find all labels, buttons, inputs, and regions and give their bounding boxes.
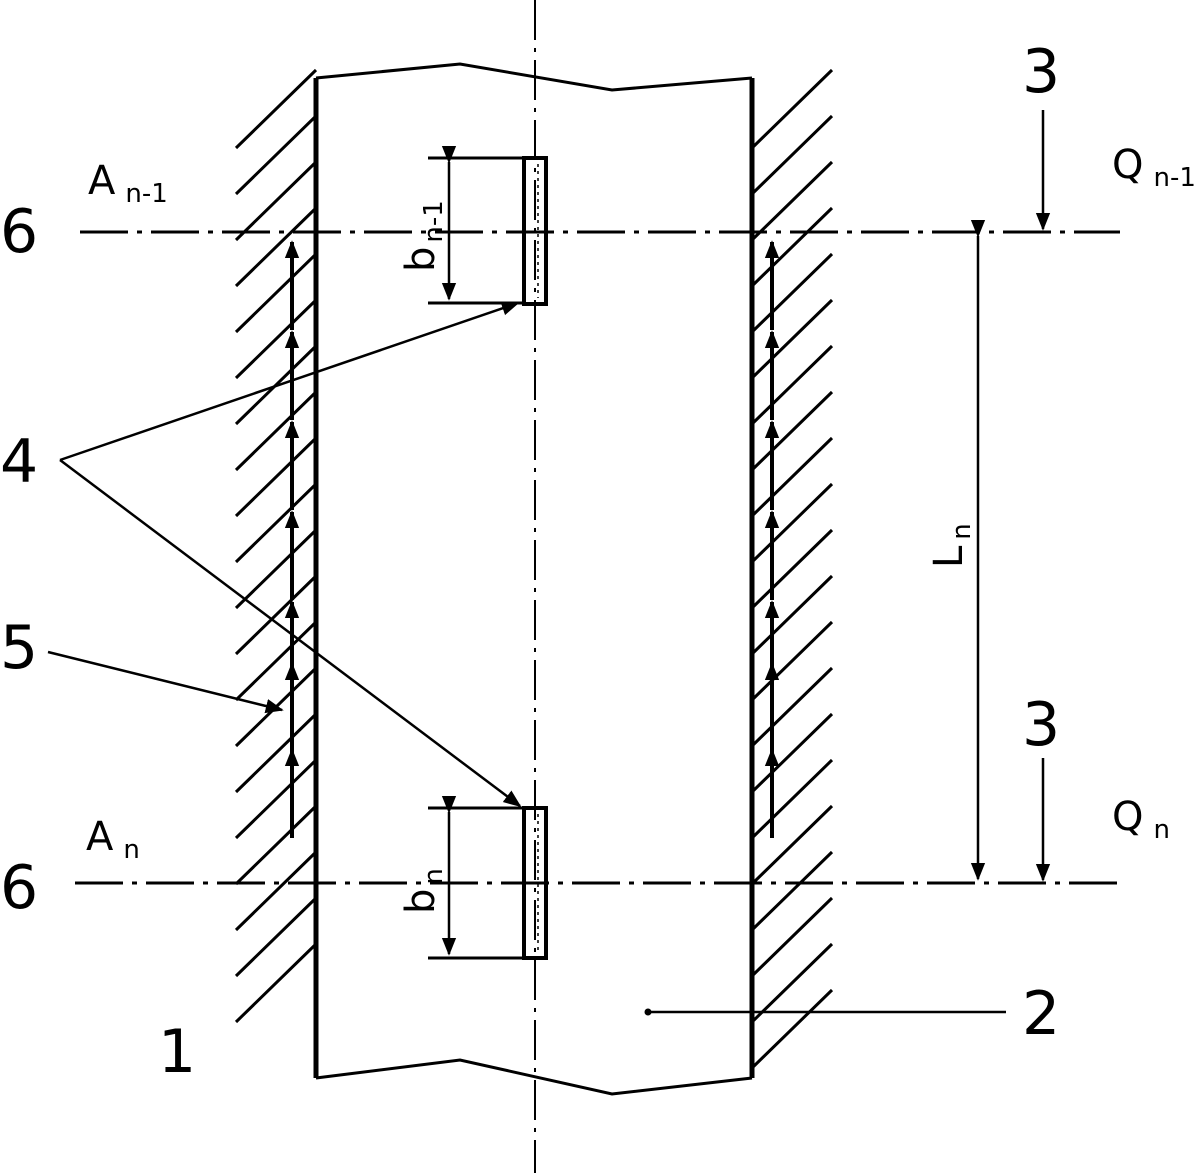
hatch-line <box>750 68 834 150</box>
hatch-line <box>234 620 318 702</box>
upper-element <box>522 156 548 306</box>
leader-2-dot <box>644 1008 652 1016</box>
hatch-line <box>750 620 834 702</box>
svg-text:Ln: Ln <box>926 523 977 568</box>
hatch-line <box>750 390 834 472</box>
hatch-line <box>750 896 834 978</box>
svg-text:bn: bn <box>398 868 449 914</box>
leader-4-lower <box>59 459 522 808</box>
hatch-line <box>750 298 834 380</box>
leader-4-upper <box>59 301 520 462</box>
symbol-a-subscript: n <box>123 835 139 865</box>
hatch-line <box>750 574 834 656</box>
symbol-b-letter: b <box>398 247 444 272</box>
hatch-line <box>234 574 318 656</box>
symbol-q-subscript: n-1 <box>1153 163 1195 193</box>
hatch-line <box>234 758 318 840</box>
hatch-line <box>234 68 318 150</box>
hatch-line <box>234 942 318 1024</box>
label-6-upper: 6 <box>0 197 38 267</box>
label-4: 4 <box>0 427 38 497</box>
label-5: 5 <box>0 613 38 683</box>
symbol-q-letter: Q <box>1112 794 1143 840</box>
hatch-line <box>750 758 834 840</box>
symbol-a-letter: A <box>88 158 116 204</box>
symbol-b-n: bn <box>398 868 449 914</box>
label-6-lower: 6 <box>0 853 38 923</box>
hatch-line <box>234 804 318 886</box>
hatch-line <box>234 390 318 472</box>
hatch-line <box>234 712 318 794</box>
symbol-b-letter: b <box>398 889 444 914</box>
symbol-l-subscript: n <box>947 523 977 539</box>
hatch-line <box>234 850 318 932</box>
hatch-line <box>234 206 318 288</box>
hatch-line <box>234 482 318 564</box>
hatch-line <box>750 804 834 886</box>
lower-element <box>522 806 548 960</box>
hatch-line <box>750 666 834 748</box>
hatch-line <box>750 252 834 334</box>
leader-5 <box>47 650 284 714</box>
hatch-line <box>234 436 318 518</box>
hatch-line <box>234 114 318 196</box>
svg-text:bn-1: b n-1 <box>398 200 449 272</box>
bottom-break-line <box>315 1058 753 1096</box>
right-wall-hatching <box>750 68 834 1070</box>
hatch-line <box>750 160 834 242</box>
symbol-a-letter: A <box>86 814 114 860</box>
symbol-b-subscript: n <box>419 868 449 884</box>
symbol-q-subscript: n <box>1153 815 1169 845</box>
hatch-line <box>234 252 318 334</box>
symbol-l-letter: L <box>926 545 972 568</box>
hatch-line <box>750 114 834 196</box>
label-3-upper: 3 <box>1022 37 1060 107</box>
hatch-line <box>234 896 318 978</box>
hatch-line <box>234 298 318 380</box>
hatch-line <box>750 942 834 1024</box>
label-3-lower: 3 <box>1022 690 1060 760</box>
hatch-line <box>234 666 318 748</box>
symbol-a-subscript: n-1 <box>125 179 167 209</box>
hatch-line <box>750 988 834 1070</box>
hatch-line <box>234 528 318 610</box>
hatch-line <box>750 436 834 518</box>
hatch-line <box>234 160 318 242</box>
label-1: 1 <box>158 1017 196 1087</box>
left-wall-hatching <box>234 68 318 1024</box>
symbol-b-subscript: n-1 <box>419 200 449 242</box>
symbol-q-letter: Q <box>1112 142 1143 188</box>
hatch-line <box>750 206 834 288</box>
hatch-line <box>750 712 834 794</box>
hatch-line <box>750 528 834 610</box>
hatch-line <box>750 482 834 564</box>
hatch-line <box>750 344 834 426</box>
label-2: 2 <box>1022 979 1060 1049</box>
symbol-l-n: Ln <box>926 523 977 568</box>
hatch-line <box>750 850 834 932</box>
symbol-b-n-minus-1: b n-1 <box>398 200 449 272</box>
